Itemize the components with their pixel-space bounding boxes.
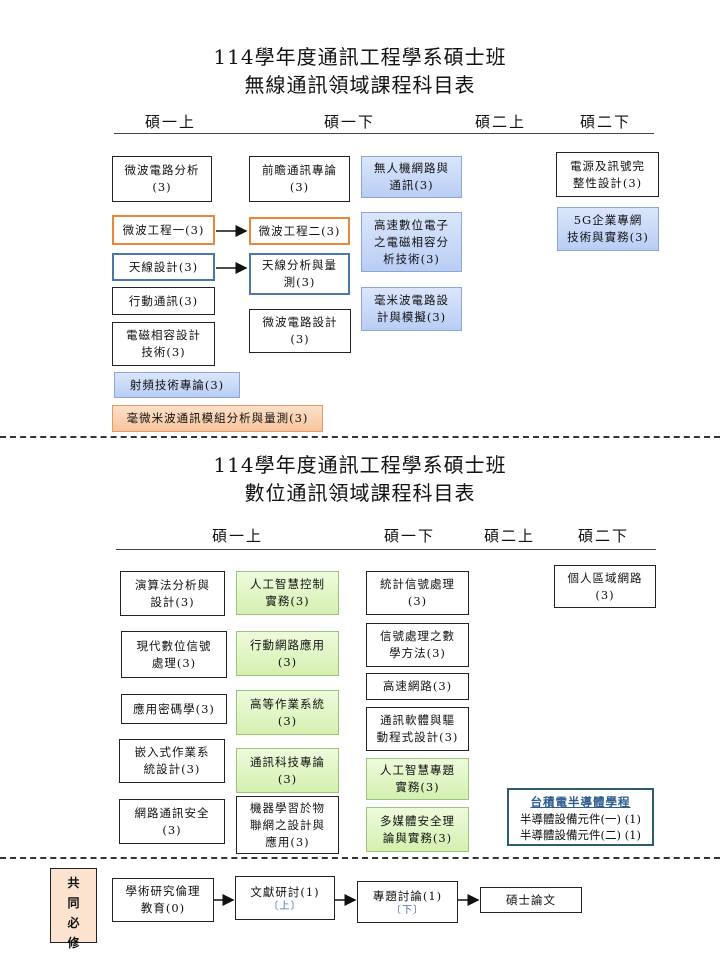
course-ai-control-practice: 人工智慧控制 實務(3) xyxy=(236,571,339,615)
section-divider-1 xyxy=(0,436,720,438)
course-modern-dsp: 現代數位信號 處理(3) xyxy=(121,631,227,678)
course-antenna-analysis-measurement: 天線分析與量 測(3) xyxy=(249,253,350,295)
course-ai-project-practice: 人工智慧專題 實務(3) xyxy=(366,758,469,800)
section2-col-header-4: 碩二下 xyxy=(578,527,630,545)
course-math-methods-signal-processing: 信號處理之數 學方法(3) xyxy=(366,623,469,667)
course-algorithm-analysis: 演算法分析與 設計(3) xyxy=(120,571,225,616)
course-communication-technology-topics: 通訊科技專論 (3) xyxy=(236,748,339,793)
course-embedded-os-design: 嵌入式作業系 統設計(3) xyxy=(119,739,225,783)
course-uav-networks: 無人機網路與 通訊(3) xyxy=(361,156,462,198)
special-topics-semester: 〔下〕 xyxy=(391,904,424,916)
tsmc-program-heading: 台積電半導體學程 xyxy=(530,795,631,809)
section-divider-2 xyxy=(0,857,720,859)
course-microwave-engineering-1: 微波工程一(3) xyxy=(112,215,215,245)
tsmc-semiconductor-program: 台積電半導體學程 半導體設備元件(一) (1) 半導體設備元件(二) (1) xyxy=(507,788,654,846)
course-communication-software-drivers: 通訊軟體與驅 動程式設計(3) xyxy=(366,707,469,751)
course-emc-design: 電磁相容設計 技術(3) xyxy=(112,322,215,366)
tsmc-course-1: 半導體設備元件(一) (1) xyxy=(520,812,641,826)
course-research-ethics: 學術研究倫理 教育(0) xyxy=(112,878,214,922)
course-5g-private-network: 5G企業專網 技術與實務(3) xyxy=(557,207,659,251)
course-mmwave-module-measurement: 毫微米波通訊模組分析與量測(3) xyxy=(112,405,323,432)
section2-title-line2: 數位通訊領域課程科目表 xyxy=(244,481,476,505)
section1-title-line1: 114學年度通訊工程學系碩士班 xyxy=(213,45,507,69)
tsmc-course-2: 半導體設備元件(二) (1) xyxy=(520,828,641,842)
section2-col-header-2: 碩一下 xyxy=(384,527,436,545)
course-mmwave-circuit-design: 毫米波電路設 計與模擬(3) xyxy=(361,287,462,331)
section2-col-header-1: 碩一上 xyxy=(212,527,264,545)
section2-title-line1: 114學年度通訊工程學系碩士班 xyxy=(213,453,507,477)
course-power-signal-integrity: 電源及訊號完 整性設計(3) xyxy=(556,152,659,197)
section1-header-rule xyxy=(114,133,654,134)
course-microwave-engineering-2: 微波工程二(3) xyxy=(249,217,350,245)
course-mobile-network-applications: 行動網路應用 (3) xyxy=(236,631,339,676)
course-literature-seminar: 文獻研討(1) 〔上〕 xyxy=(235,876,335,920)
course-microwave-circuit-analysis: 微波電路分析 (3) xyxy=(112,156,212,202)
section1-title-line2: 無線通訊領域課程科目表 xyxy=(244,73,476,97)
course-antenna-design: 天線設計(3) xyxy=(112,253,215,281)
course-personal-area-network: 個人區域網路 (3) xyxy=(554,565,656,608)
course-high-speed-networks: 高速網路(3) xyxy=(366,673,469,700)
common-required-label: 共 同 必 修 xyxy=(50,868,97,950)
section2-col-header-3: 碩二上 xyxy=(484,527,536,545)
course-network-security: 網路通訊安全 (3) xyxy=(119,799,225,844)
course-ml-iot-design: 機器學習於物 聯網之設計與 應用(3) xyxy=(236,796,339,854)
course-multimedia-security: 多媒體安全理 論與實務(3) xyxy=(366,807,469,852)
course-mobile-communications: 行動通訊(3) xyxy=(112,287,215,315)
course-master-thesis: 碩士論文 xyxy=(480,887,582,913)
course-applied-cryptography: 應用密碼學(3) xyxy=(121,694,227,724)
course-advanced-os: 高等作業系統 (3) xyxy=(236,690,339,735)
course-special-topics-seminar: 專題討論(1) 〔下〕 xyxy=(357,881,458,923)
section1-col-header-1: 碩一上 xyxy=(145,113,197,131)
course-high-speed-digital-emc: 高速數位電子 之電磁相容分 析技術(3) xyxy=(361,212,462,272)
section1-col-header-4: 碩二下 xyxy=(580,113,632,131)
course-statistical-signal-processing: 統計信號處理 (3) xyxy=(366,571,469,615)
course-microwave-circuit-design: 微波電路設計 (3) xyxy=(249,309,351,353)
section2-header-rule xyxy=(116,549,656,550)
literature-seminar-label: 文獻研討(1) xyxy=(250,884,320,899)
course-advanced-communications-topics: 前瞻通訊專論 (3) xyxy=(249,156,350,202)
course-rf-technology: 射頻技術專論(3) xyxy=(114,372,240,398)
literature-seminar-semester: 〔上〕 xyxy=(268,900,302,912)
special-topics-label: 專題討論(1) xyxy=(372,888,443,903)
section1-col-header-3: 碩二上 xyxy=(475,113,527,131)
section1-col-header-2: 碩一下 xyxy=(324,113,376,131)
